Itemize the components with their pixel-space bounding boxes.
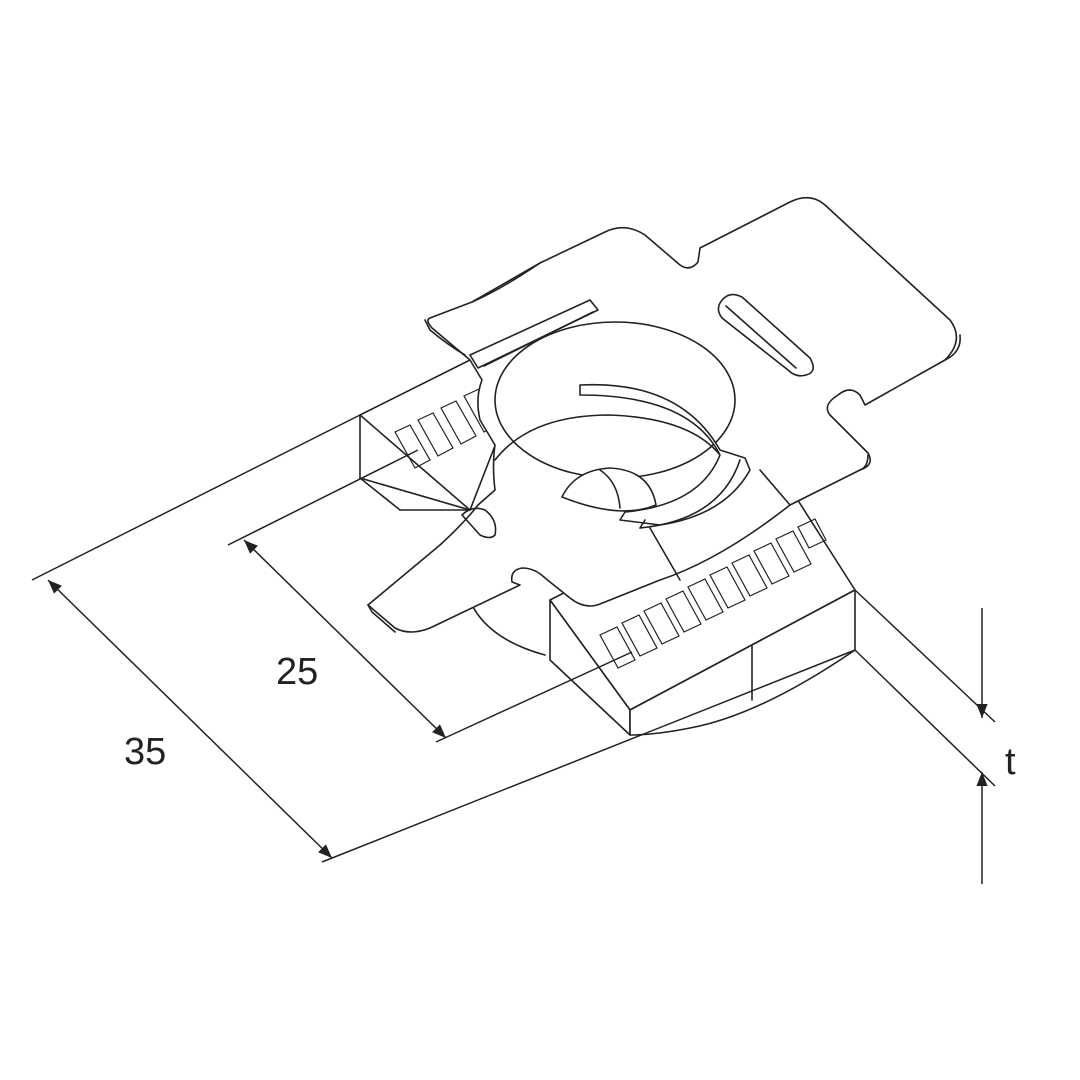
- dim-35-label: 35: [124, 731, 166, 773]
- dim-t-label: t: [1005, 741, 1016, 783]
- countersink-outer: [494, 321, 736, 479]
- center-hole: [561, 467, 657, 512]
- spring-plate: [367, 196, 962, 633]
- spring-arc-tab: [579, 383, 751, 526]
- nut-body: [359, 354, 856, 736]
- teeth-left: [394, 388, 500, 469]
- dimension-lines: 35 25 t: [31, 414, 1016, 884]
- dim-25-line: [243, 539, 447, 739]
- teeth-right: [599, 518, 827, 669]
- dim-35-line: [47, 579, 333, 859]
- dim-25-label: 25: [276, 651, 318, 693]
- right-block-side: [629, 589, 856, 736]
- plate-slot: [717, 293, 814, 377]
